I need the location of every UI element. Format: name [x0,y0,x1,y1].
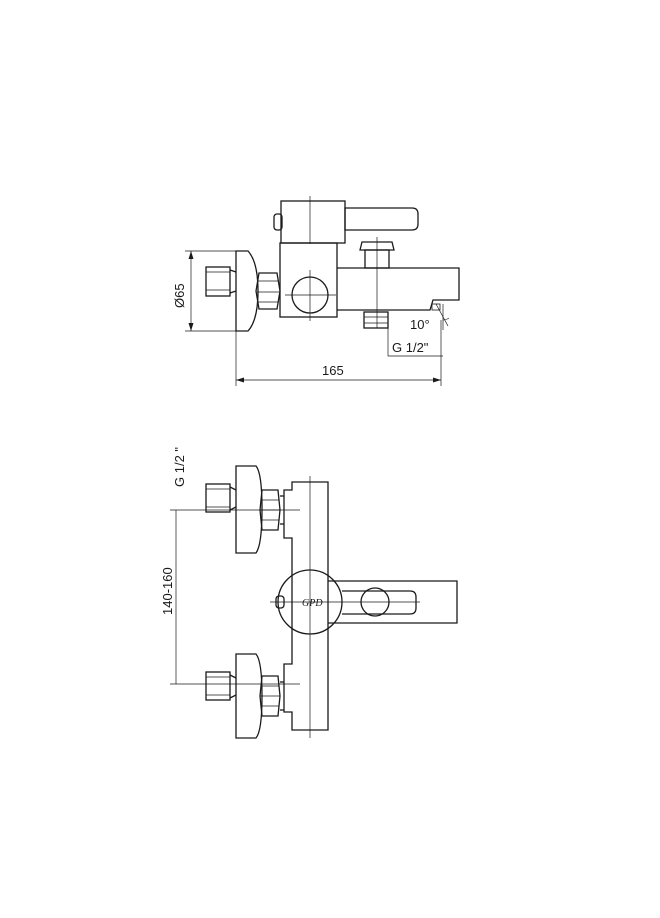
angle-label: 10° [410,317,430,332]
logo-text: GPD [302,598,323,609]
side-spout [337,267,460,311]
front-body [283,481,329,731]
side-cartridge-cap [280,200,346,244]
outlet-thread-label: G 1/2" [392,340,429,355]
side-wall-flange [235,250,259,332]
side-outlet-connector [363,311,389,329]
centers-label: 140-160 [160,567,175,615]
side-hex-nut [255,272,281,310]
front-lower-inlet-connector [205,671,231,701]
side-inlet-connector [205,266,231,297]
width-label: 165 [322,363,344,378]
front-upper-flange [235,465,263,554]
side-view: 10° G 1/2" 165 Ø65 [172,196,460,386]
front-view: GPD 140-160 G 1/2 " [160,447,458,739]
front-lower-flange [235,653,263,739]
front-lever-handle [342,590,417,615]
side-lever-handle [344,207,419,231]
inlet-thread-label: G 1/2 " [172,447,187,487]
side-body [279,242,338,318]
front-spout [328,580,458,624]
diameter-label: Ø65 [172,283,187,308]
front-upper-inlet-connector [205,483,231,513]
